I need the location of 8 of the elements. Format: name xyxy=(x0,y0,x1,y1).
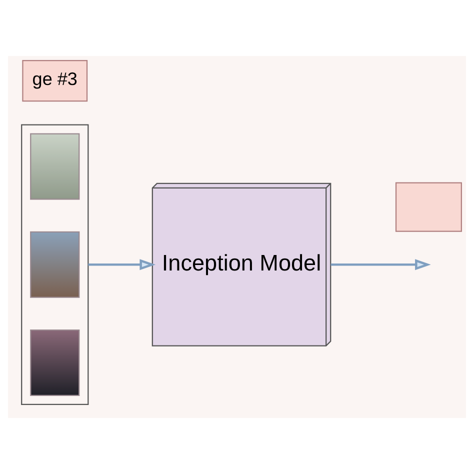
node-box: ge #3 xyxy=(22,60,88,102)
cluster xyxy=(21,124,89,406)
node-box xyxy=(30,329,80,396)
arrow xyxy=(88,259,156,270)
node-box xyxy=(395,182,462,232)
arrow xyxy=(330,259,431,270)
node-box xyxy=(30,133,80,200)
node-box xyxy=(30,231,80,298)
